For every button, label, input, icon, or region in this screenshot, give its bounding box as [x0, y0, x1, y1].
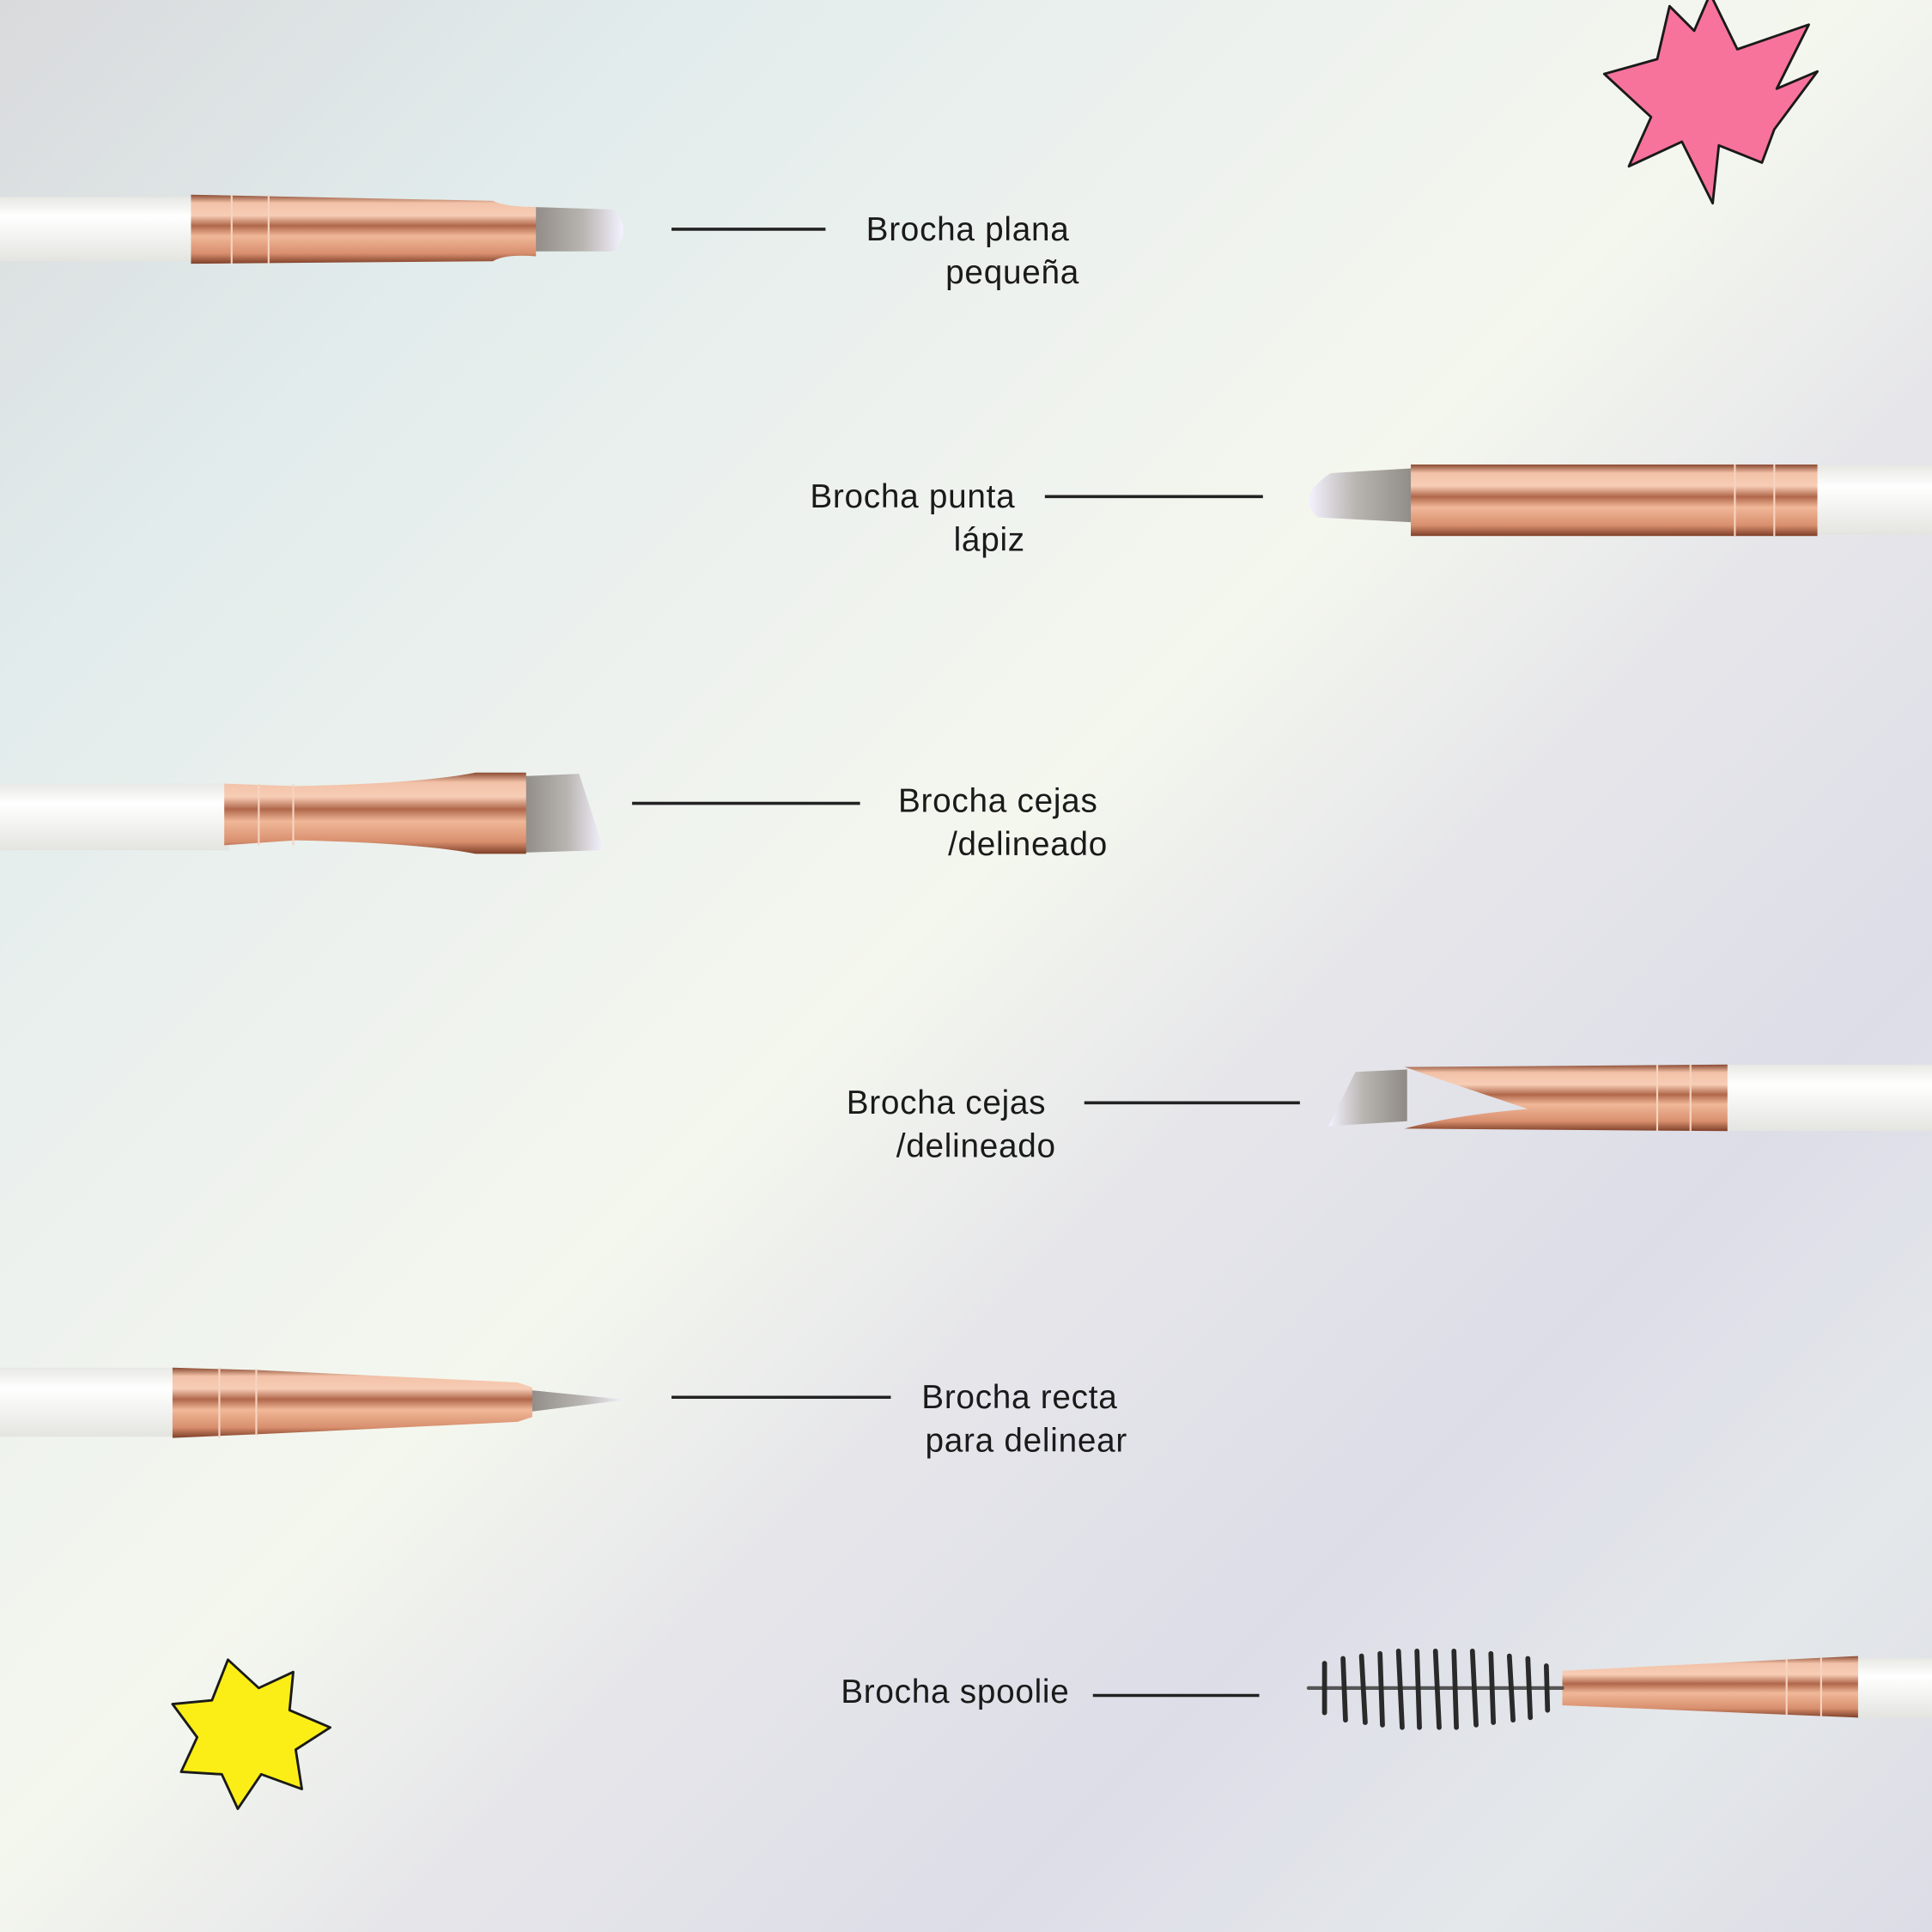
brush-handle [1814, 465, 1932, 535]
brush-handle [1724, 1064, 1932, 1132]
brush-handle [0, 1367, 179, 1437]
brush-ferrule [1562, 1656, 1858, 1718]
brush-flat-small: Brocha plana pequeña [0, 194, 1079, 291]
brush-label: Brocha spoolie [841, 1674, 1069, 1710]
yellow-starburst-icon [171, 1658, 332, 1810]
brush-handle [0, 197, 197, 262]
brush-label: Brocha plana pequeña [866, 211, 1079, 291]
brush-handle [0, 783, 229, 851]
brush-ferrule [172, 1367, 532, 1438]
brush-brow-liner-2: Brocha cejas /delineado [847, 1064, 1932, 1164]
brush-bristles [1308, 468, 1415, 523]
brush-ferrule [224, 772, 526, 854]
brush-label: Brocha recta para delinear [921, 1379, 1127, 1459]
brush-straight-liner: Brocha recta para delinear [0, 1367, 1127, 1459]
brush-pencil-tip: Brocha punta lápiz [810, 464, 1932, 558]
brush-ferrule [191, 194, 537, 264]
brush-label: Brocha cejas /delineado [898, 783, 1108, 863]
brush-spoolie: Brocha spoolie [841, 1648, 1932, 1730]
pink-starburst-icon [1602, 0, 1819, 205]
brush-bristles [1327, 1069, 1407, 1127]
brush-bristles [527, 1389, 626, 1413]
brush-label: Brocha punta lápiz [810, 478, 1025, 558]
brush-handle [1854, 1658, 1932, 1718]
brush-ferrule [1411, 464, 1818, 537]
brush-bristles [522, 774, 605, 853]
brush-label: Brocha cejas /delineado [847, 1084, 1056, 1164]
brush-brow-liner-1: Brocha cejas /delineado [0, 772, 1108, 863]
brush-bristles [532, 207, 624, 252]
spoolie-bristles [1306, 1648, 1564, 1730]
brush-ferrule [1404, 1064, 1728, 1132]
